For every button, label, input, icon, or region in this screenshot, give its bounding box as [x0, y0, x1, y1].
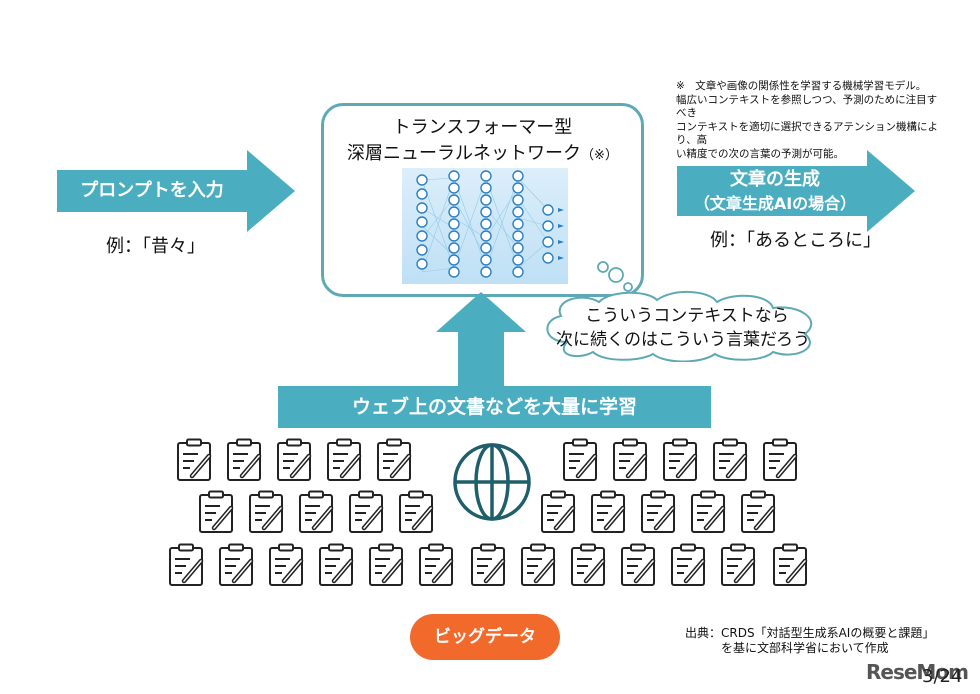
page-number: 3/24	[922, 666, 963, 687]
big-data-badge: ビッグデータ	[410, 614, 560, 660]
clipboard-edit-icon	[176, 438, 214, 482]
footnote-line: い精度での次の言葉の予測が可能。	[676, 147, 844, 160]
clipboard-edit-icon	[612, 438, 650, 482]
clipboard-edit-icon	[398, 490, 436, 534]
clipboard-edit-icon	[470, 543, 508, 587]
resemom-logo: ReseMom	[866, 660, 969, 684]
clipboard-edit-icon	[226, 438, 264, 482]
clipboard-edit-icon	[298, 490, 336, 534]
clipboard-edit-icon	[540, 490, 578, 534]
prompt-input-label: プロンプトを入力	[80, 180, 224, 201]
clipboard-edit-icon	[640, 490, 678, 534]
clipboard-edit-icon	[562, 438, 600, 482]
clipboard-edit-icon	[662, 438, 700, 482]
model-title-mark: （※）	[581, 148, 618, 163]
clipboard-edit-icon	[168, 543, 206, 587]
model-title-text: 深層ニューラルネットワーク	[347, 143, 582, 164]
learning-band: ウェブ上の文書などを大量に学習	[278, 386, 711, 428]
clipboard-edit-icon	[520, 543, 558, 587]
thought-line1: こういうコンテキストなら	[585, 306, 789, 326]
prompt-example: 例：「昔々」	[106, 236, 205, 257]
footnote-line: ※ 文章や画像の関係性を学習する機械学習モデル。	[676, 80, 927, 92]
clipboard-edit-icon	[376, 438, 414, 482]
clipboard-edit-icon	[326, 438, 364, 482]
clipboard-edit-icon	[762, 438, 800, 482]
learning-up-arrow	[436, 292, 526, 392]
clipboard-edit-icon	[740, 490, 778, 534]
neural-network-image	[402, 168, 568, 284]
clipboard-edit-icon	[348, 490, 386, 534]
clipboard-edit-icon	[772, 543, 810, 587]
model-box: トランスフォーマー型 深層ニューラルネットワーク（※）	[321, 103, 644, 297]
source-line1: 出典：CRDS「対話型生成系AIの概要と課題」	[685, 626, 935, 640]
clipboard-edit-icon	[268, 543, 306, 587]
neural-network-graphic	[416, 170, 564, 278]
model-title-line1: トランスフォーマー型	[392, 117, 573, 138]
clipboard-edit-icon	[198, 490, 236, 534]
clipboard-edit-icon	[276, 438, 314, 482]
text-generation-label1: 文章の生成	[730, 169, 820, 190]
text-generation-label2: （文章生成AIの場合）	[693, 194, 857, 213]
footnote: ※ 文章や画像の関係性を学習する機械学習モデル。 幅広いコンテキストを参照しつつ…	[676, 80, 946, 161]
clipboard-edit-icon	[712, 438, 750, 482]
thought-line2: 次に続くのはこういう言葉だろう	[556, 330, 810, 350]
clipboard-edit-icon	[368, 543, 406, 587]
thought-dots	[597, 261, 633, 292]
source-line2: を基に文部科学省において作成	[721, 641, 889, 655]
thought-cloud	[546, 290, 813, 362]
clipboard-edit-icon	[570, 543, 608, 587]
clipboard-edit-icon	[248, 490, 286, 534]
globe-icon	[453, 443, 531, 521]
clipboard-edit-icon	[670, 543, 708, 587]
footnote-line: コンテキストを適切に選択できるアテンション機構により、高	[676, 120, 938, 147]
clipboard-edit-icon	[318, 543, 356, 587]
clipboard-edit-icon	[418, 543, 456, 587]
clipboard-edit-icon	[218, 543, 256, 587]
clipboard-edit-icon	[690, 490, 728, 534]
clipboard-edit-icon	[590, 490, 628, 534]
prompt-input-arrow	[57, 150, 295, 232]
model-title-line2: 深層ニューラルネットワーク（※）	[324, 142, 641, 168]
footnote-line: 幅広いコンテキストを参照しつつ、予測のために注目すべき	[676, 93, 938, 120]
output-example: 例：「あるところに」	[710, 230, 881, 251]
clipboard-edit-icon	[620, 543, 658, 587]
clipboard-edit-icon	[720, 543, 758, 587]
text-generation-arrow	[677, 150, 915, 232]
